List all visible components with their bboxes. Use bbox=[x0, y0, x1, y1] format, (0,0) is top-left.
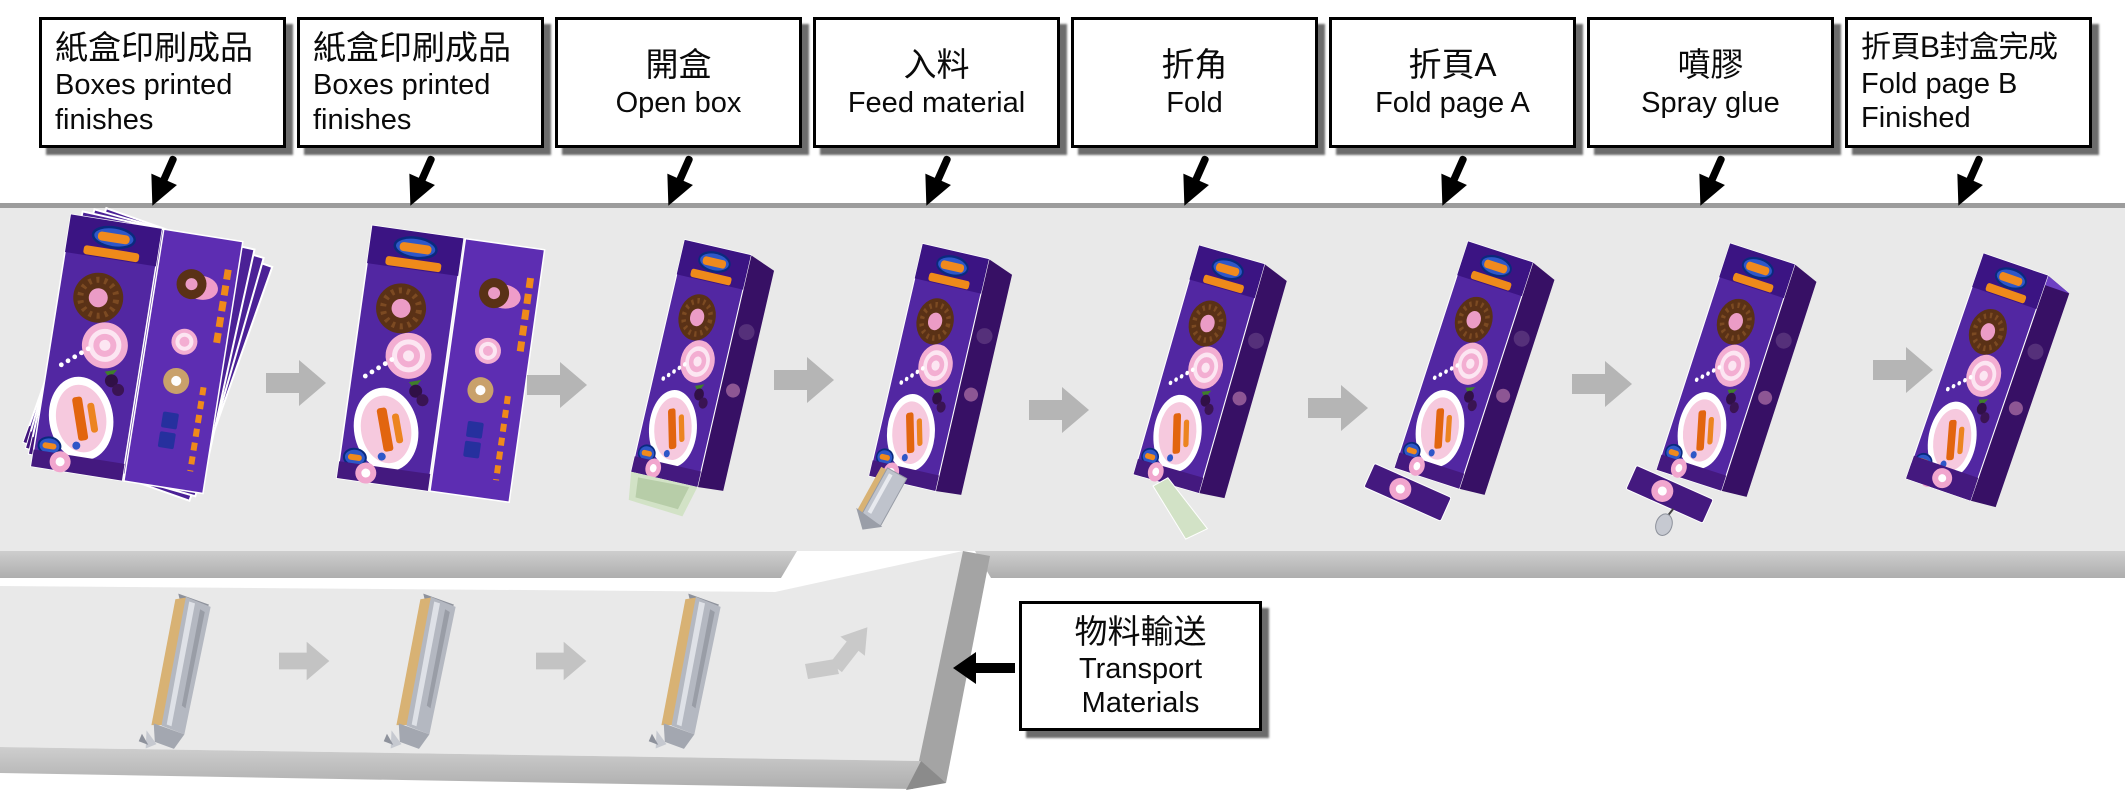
station-label-en: Feed material bbox=[847, 86, 1026, 119]
station-label-en: Open box bbox=[615, 86, 742, 119]
arrow-right-icon bbox=[1308, 385, 1368, 431]
arrow-down-icon bbox=[666, 155, 693, 206]
arrow-right-icon bbox=[1572, 361, 1632, 407]
product-8-fold-page-b-finished bbox=[1905, 252, 2070, 508]
station-label-en: Fold page B bbox=[1861, 67, 2018, 100]
foil-pack-1 bbox=[138, 593, 211, 749]
product-7-spray-glue bbox=[1626, 242, 1817, 536]
arrow-down-icon bbox=[924, 155, 951, 206]
station-label-en: finishes bbox=[313, 103, 412, 136]
arrow-down-icon bbox=[150, 155, 177, 206]
arrow-right-icon bbox=[1873, 347, 1933, 393]
arrow-right-icon bbox=[266, 360, 326, 406]
station-label-en: Spray glue bbox=[1641, 86, 1780, 119]
station-label-zh: 入料 bbox=[903, 46, 970, 84]
arrow-down-icon bbox=[408, 155, 435, 206]
station-label-zh: 紙盒印刷成品 bbox=[313, 29, 511, 67]
arrow-down-icon bbox=[1956, 155, 1983, 206]
transport-label-box: 物料輸送 Transport Materials bbox=[1019, 601, 1262, 731]
product-2-boxes-printed-finishes-2 bbox=[335, 224, 546, 504]
transport-label-en: Materials bbox=[1081, 686, 1200, 719]
arrow-right-icon bbox=[774, 357, 834, 403]
foil-pack-3 bbox=[648, 593, 721, 749]
station-label-zh: 噴膠 bbox=[1677, 46, 1744, 84]
arrow-left-icon bbox=[953, 652, 1015, 684]
station-label-en: Fold page A bbox=[1375, 86, 1530, 119]
station-label-zh: 折頁A bbox=[1408, 46, 1497, 84]
station-label-zh: 折角 bbox=[1161, 46, 1228, 84]
station-label-en: finishes bbox=[55, 103, 154, 136]
arrow-down-icon bbox=[1698, 155, 1725, 206]
arrow-right-icon bbox=[1029, 387, 1089, 433]
merge-up-arrow-icon bbox=[805, 627, 868, 679]
station-label-zh: 紙盒印刷成品 bbox=[55, 29, 253, 67]
arrow-right-icon bbox=[527, 362, 587, 408]
product-3-open-box bbox=[628, 239, 775, 517]
foil-pack-2 bbox=[383, 593, 456, 749]
station-label-en: Finished bbox=[1861, 101, 1971, 134]
station-label-zh: 折頁B封盒完成 bbox=[1861, 30, 2058, 64]
station-label-en: Fold bbox=[1166, 86, 1223, 119]
product-1-boxes-printed-finishes-1 bbox=[22, 206, 274, 503]
arrow-down-icon bbox=[1182, 155, 1209, 206]
product-4-feed-material bbox=[856, 243, 1013, 530]
station-label-zh: 開盒 bbox=[645, 46, 712, 84]
arrow-right-icon bbox=[279, 641, 330, 681]
product-5-fold bbox=[1132, 244, 1287, 540]
arrow-right-icon bbox=[536, 641, 587, 681]
product-6-fold-page-a bbox=[1364, 240, 1555, 522]
station-label-en: Boxes printed bbox=[313, 69, 491, 102]
transport-label-zh: 物料輸送 bbox=[1074, 612, 1207, 650]
arrow-down-icon bbox=[1440, 155, 1467, 206]
transport-label-en: Transport bbox=[1078, 652, 1203, 685]
station-label-en: Boxes printed bbox=[55, 69, 233, 102]
